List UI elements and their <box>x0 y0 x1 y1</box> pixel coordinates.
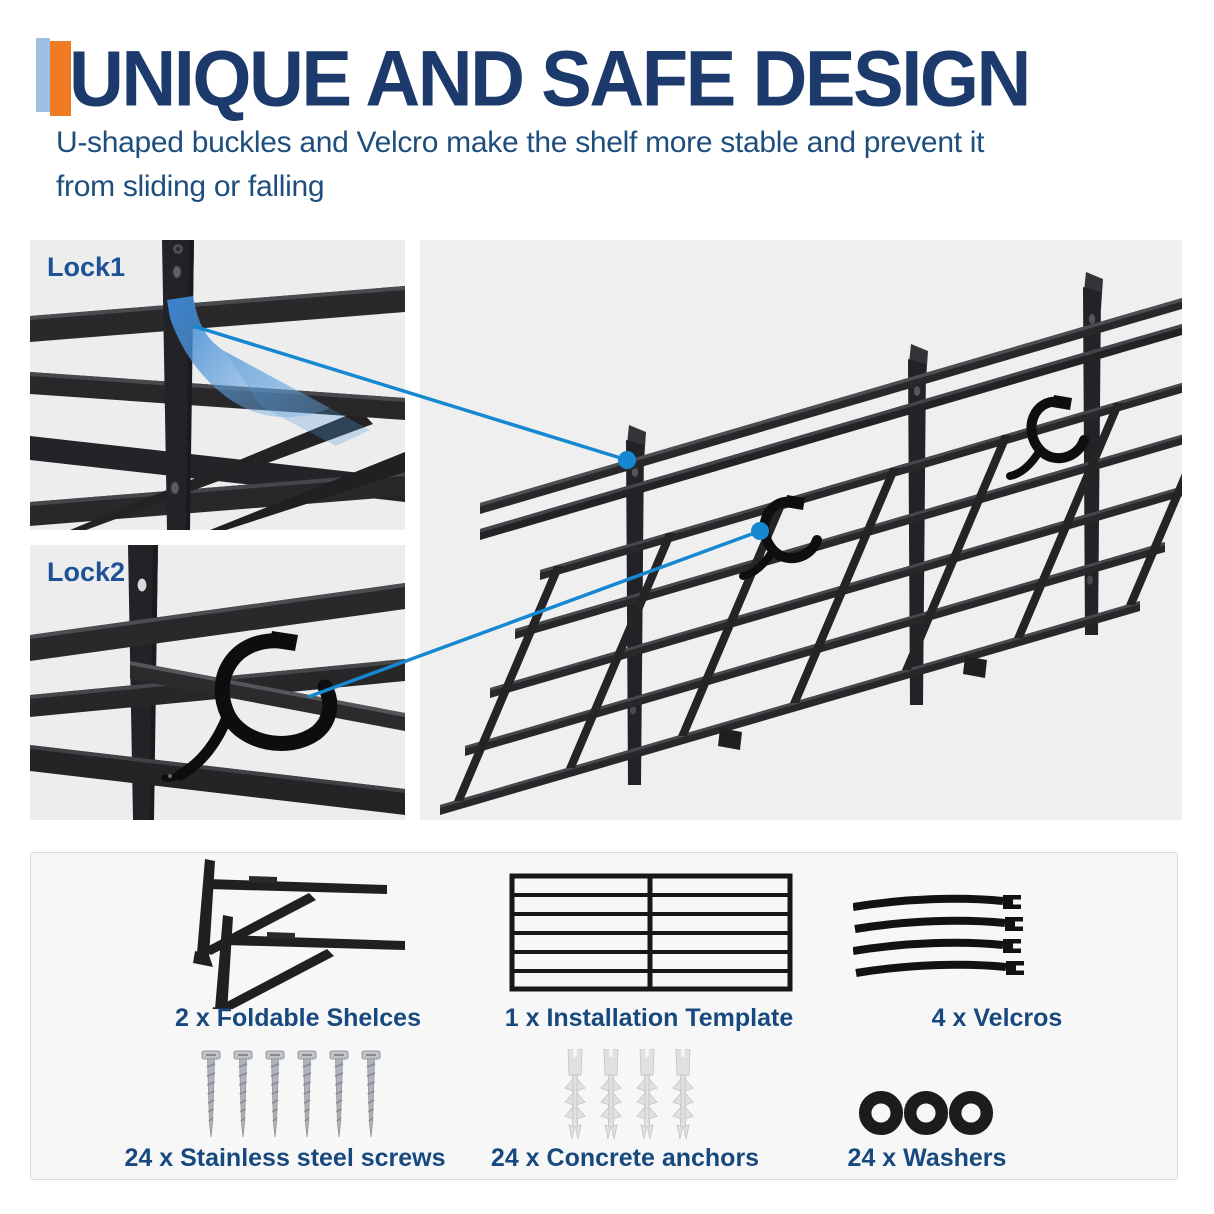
lock2-detail-panel: Lock2 <box>30 545 405 820</box>
package-contents-box: 2 x Foldable Shelces 1 x Installation Te… <box>30 852 1178 1180</box>
wall-shelf-photo <box>420 240 1182 820</box>
lock1-photo <box>30 240 405 530</box>
accent-bar-light-blue <box>36 38 50 112</box>
part-label-screws: 24 x Stainless steel screws <box>124 1144 446 1172</box>
page-title: UNIQUE AND SAFE DESIGN <box>69 34 1031 124</box>
part-label-washers: 24 x Washers <box>847 1144 1007 1172</box>
lock2-label: Lock2 <box>47 557 126 587</box>
accent-bar-orange <box>50 41 71 116</box>
part-label-installation-template: 1 x Installation Template <box>504 1004 794 1032</box>
installation-template-icon <box>509 873 793 992</box>
velcro-strap-closeup <box>161 631 338 782</box>
screws-icon <box>201 1050 381 1138</box>
lock2-wall-bracket <box>128 545 158 820</box>
part-label-foldable-shelves: 2 x Foldable Shelces <box>175 1004 421 1032</box>
velcro-strap-2 <box>1006 395 1089 480</box>
part-label-concrete-anchors: 24 x Concrete anchors <box>490 1144 760 1172</box>
foldable-shelves-icon <box>193 859 405 1009</box>
front-rail-tabs <box>718 656 987 750</box>
lock1-detail-panel: Lock1 <box>30 240 405 530</box>
main-product-panel <box>420 240 1182 820</box>
subtitle-line-1: U-shaped buckles and Velcro make the she… <box>56 126 985 159</box>
lock1-label: Lock1 <box>47 252 126 282</box>
mounting-rails <box>480 297 1182 540</box>
part-label-velcros: 4 x Velcros <box>931 1004 1063 1032</box>
subtitle-line-2: from sliding or falling <box>56 170 325 203</box>
concrete-anchors-icon <box>564 1049 694 1140</box>
velcro-straps-icon <box>853 893 1058 985</box>
washers-icon <box>858 1090 994 1136</box>
lock1-wall-bracket <box>162 240 194 530</box>
